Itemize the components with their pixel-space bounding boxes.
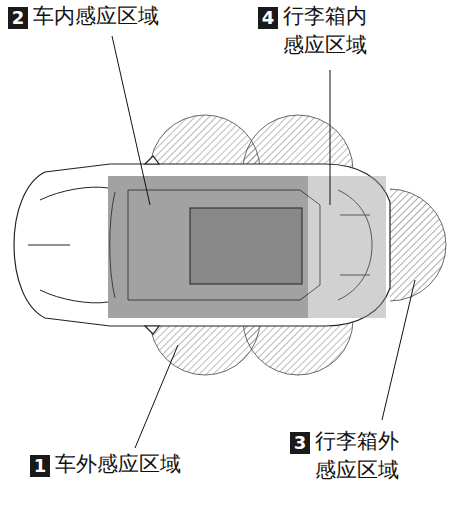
sunroof (190, 208, 302, 284)
callout-number: 3 (290, 432, 310, 454)
callout-number: 1 (30, 455, 50, 477)
car-body (14, 156, 390, 334)
zone-label: 行李箱内 感应区域 (283, 2, 375, 61)
zone-label: 车外感应区域 (55, 450, 181, 479)
leader-line (112, 36, 415, 448)
trunk-zone (308, 176, 386, 318)
zone-label: 行李箱外 感应区域 (315, 427, 407, 486)
cabin-zone (108, 176, 308, 318)
callout-number: 4 (258, 7, 278, 29)
zone-label: 车内感应区域 (33, 2, 159, 31)
callout-number: 2 (8, 7, 28, 29)
